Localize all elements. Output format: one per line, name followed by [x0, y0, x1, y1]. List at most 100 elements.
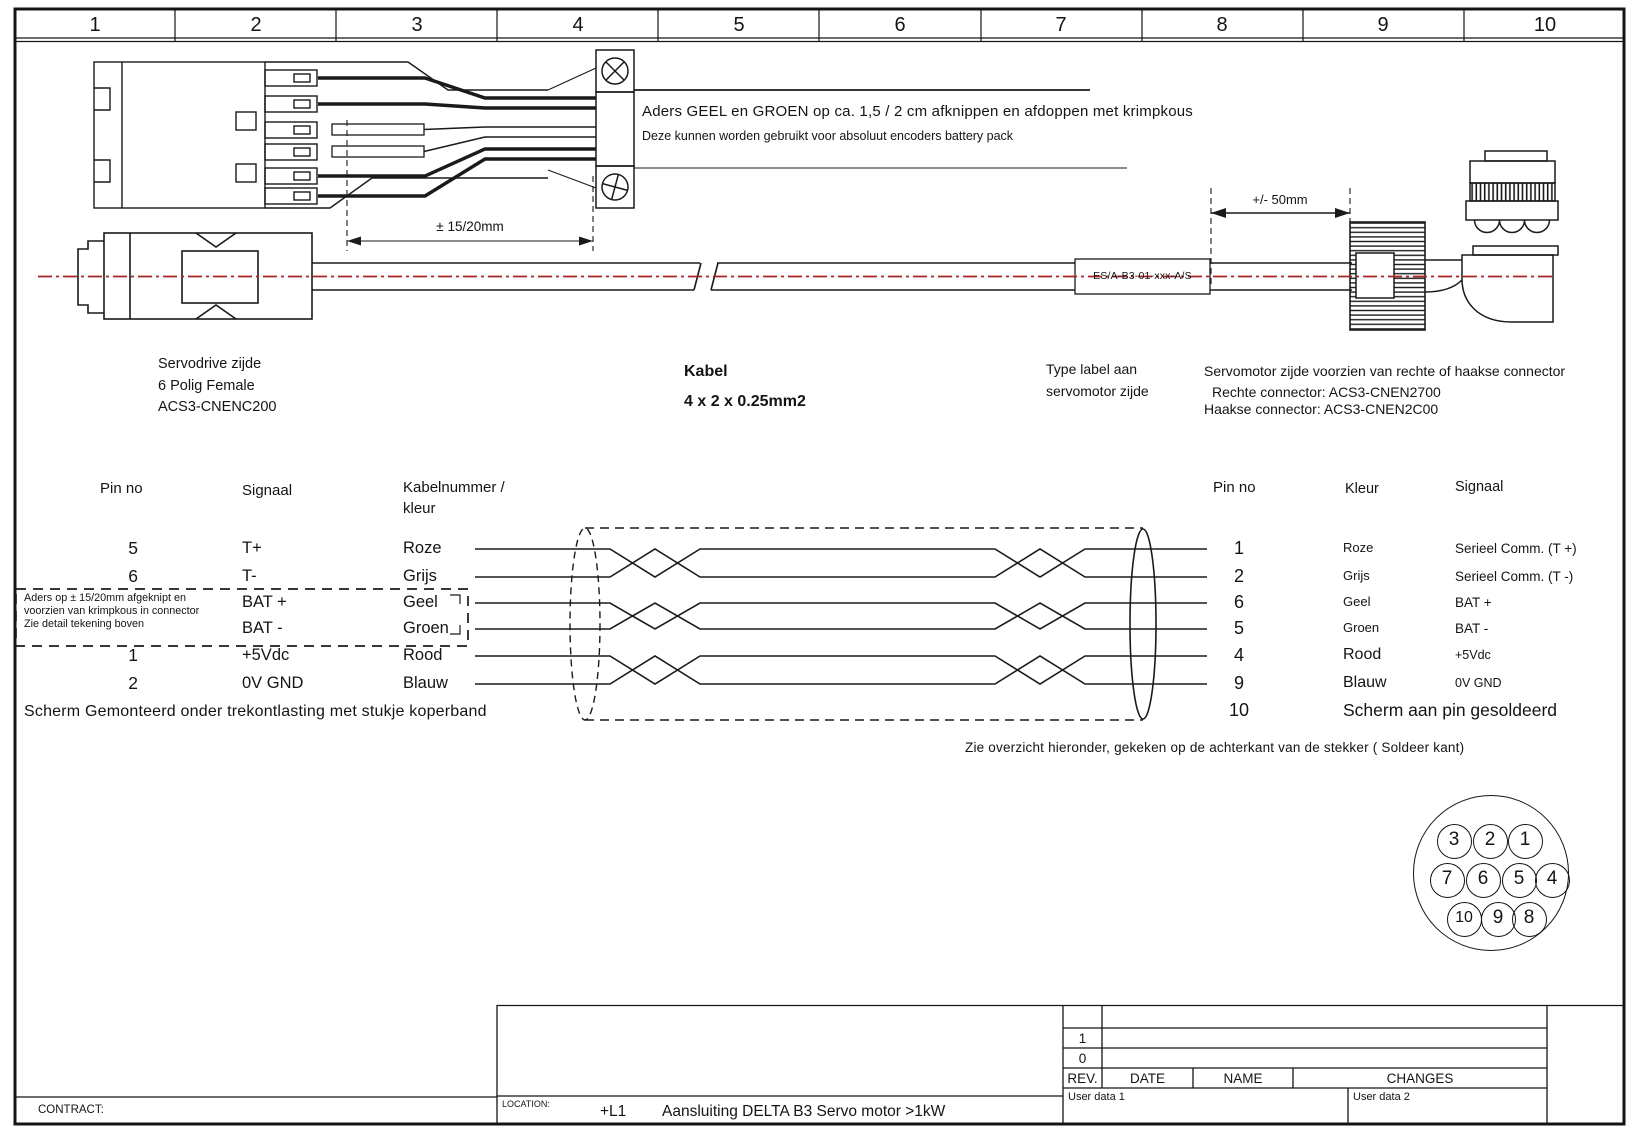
ruler-col-2: 2: [250, 14, 262, 36]
right-row-pin: 5: [1233, 618, 1244, 638]
right-row-kleur: Rood: [1343, 646, 1382, 663]
detail-connector-drawing: [93, 61, 596, 209]
pin-2: 2: [1472, 823, 1508, 859]
left-header-cable-1: Kabelnummer /: [403, 479, 505, 496]
right-row-pin: 2: [1233, 566, 1244, 586]
right-row-kleur: Roze: [1343, 540, 1374, 555]
kabel-label: Kabel: [684, 363, 728, 380]
rev-row-1: 1: [1078, 1031, 1087, 1046]
right-row-pin: 10: [1228, 700, 1250, 720]
left-row-signal: 0V GND: [242, 674, 304, 692]
dim-50-label: +/- 50mm: [1252, 192, 1308, 207]
pin-6: 6: [1465, 862, 1501, 898]
right-row-signal: Serieel Comm. (T -): [1455, 569, 1574, 584]
shield-note: Scherm Gemonteerd onder trekontlasting m…: [24, 703, 487, 720]
left-row-signal: +5Vdc: [242, 646, 290, 664]
type-label-1: Type label aan: [1046, 361, 1138, 377]
pin-8: 8: [1511, 901, 1547, 937]
left-header-cable-2: kleur: [403, 500, 436, 517]
left-row-pin: 2: [128, 673, 138, 693]
right-row-kleur: Groen: [1343, 620, 1380, 635]
right-row-kleur: Blauw: [1343, 674, 1387, 691]
right-header-signal: Signaal: [1455, 479, 1504, 495]
ruler-col-5: 5: [733, 14, 745, 36]
left-row-pin: 1: [128, 645, 138, 665]
twisted-pairs-drawing: [450, 527, 1207, 721]
servomotor-label-2: Rechte connector: ACS3-CNEN2700: [1212, 384, 1441, 400]
left-row-kleur: Geel: [403, 593, 438, 611]
dim-50: [1210, 188, 1351, 284]
pin-1: 1: [1507, 823, 1543, 859]
name-header: NAME: [1223, 1071, 1263, 1086]
detail-note-1: Aders GEEL en GROEN op ca. 1,5 / 2 cm af…: [642, 103, 1193, 120]
right-row-signal: Serieel Comm. (T +): [1455, 541, 1577, 556]
pin-7: 7: [1429, 862, 1465, 898]
cable-line: [312, 262, 1352, 291]
right-row-signal: 0V GND: [1455, 676, 1502, 690]
angled-connector-drawing: [1424, 150, 1559, 323]
ruler-col-4: 4: [572, 14, 584, 36]
screw-cross-icon: [601, 57, 629, 85]
left-row-kleur: Rood: [403, 646, 443, 664]
left-row-signal: T+: [242, 539, 262, 557]
right-row-pin: 1: [1233, 538, 1244, 558]
pin-5: 5: [1501, 862, 1537, 898]
left-note-3: Zie detail tekening boven: [24, 618, 145, 630]
ruler-col-8: 8: [1216, 14, 1228, 36]
servodrive-label-1: Servodrive zijde: [158, 356, 262, 372]
left-note-1: Aders op ± 15/20mm afgeknipt en: [24, 592, 186, 604]
right-row-signal: BAT -: [1455, 621, 1489, 636]
right-header-kleur: Kleur: [1345, 481, 1379, 497]
drawing-title: Aansluiting DELTA B3 Servo motor >1kW: [662, 1103, 946, 1120]
solder-side-note: Zie overzicht hieronder, gekeken op de a…: [965, 740, 1465, 755]
contract-label: CONTRACT:: [38, 1104, 104, 1116]
screw-plus-icon: [601, 173, 629, 201]
ruler-col-7: 7: [1055, 14, 1067, 36]
location-code: +L1: [600, 1103, 627, 1120]
detail-note-2: Deze kunnen worden gebruikt voor absoluu…: [642, 129, 1014, 143]
right-row-signal: Scherm aan pin gesoldeerd: [1343, 700, 1558, 720]
rev-header: REV.: [1067, 1071, 1098, 1086]
servomotor-label-1: Servomotor zijde voorzien van rechte of …: [1204, 363, 1566, 379]
left-row-pin: 6: [128, 566, 138, 586]
pin-3: 3: [1436, 823, 1472, 859]
user-data-2: User data 2: [1353, 1091, 1410, 1103]
ruler-col-9: 9: [1377, 14, 1389, 36]
ruler-col-3: 3: [411, 14, 423, 36]
left-row-kleur: Groen: [403, 619, 449, 637]
pin-9: 9: [1480, 901, 1516, 937]
type-label-2: servomotor zijde: [1046, 383, 1149, 399]
left-row-kleur: Roze: [403, 539, 442, 557]
right-row-pin: 9: [1233, 673, 1244, 693]
changes-header: CHANGES: [1386, 1071, 1454, 1086]
right-row-kleur: Grijs: [1343, 568, 1370, 583]
kabel-spec: 4 x 2 x 0.25mm2: [684, 393, 806, 410]
dim-15-20-label: ± 15/20mm: [436, 219, 504, 234]
left-row-signal: BAT +: [242, 593, 287, 611]
right-row-pin: 6: [1233, 592, 1244, 612]
rev-row-0: 0: [1078, 1051, 1087, 1066]
servodrive-label-2: 6 Polig Female: [158, 378, 255, 394]
pin-10: 10: [1446, 901, 1482, 937]
left-header-pin: Pin no: [100, 480, 143, 497]
sheet-border-ruler: [13, 7, 1626, 1126]
left-row-kleur: Blauw: [403, 674, 448, 692]
left-row-kleur: Grijs: [403, 567, 437, 585]
servodrive-connector-drawing: [77, 232, 313, 320]
ruler-col-6: 6: [894, 14, 906, 36]
right-row-signal: +5Vdc: [1455, 648, 1491, 662]
pin-4: 4: [1534, 862, 1570, 898]
left-row-pin: 5: [128, 538, 138, 558]
location-label: LOCATION:: [502, 1099, 550, 1109]
date-header: DATE: [1129, 1071, 1165, 1086]
right-row-kleur: Geel: [1343, 594, 1371, 609]
right-row-pin: 4: [1233, 645, 1244, 665]
ribbed-connector-drawing: [1349, 221, 1426, 331]
servodrive-label-3: ACS3-CNENC200: [158, 399, 277, 415]
left-row-signal: T-: [242, 567, 257, 585]
title-block-lines: [15, 1004, 1624, 1124]
dim-15-20: [346, 120, 594, 251]
note-dashed-box: [15, 588, 469, 647]
